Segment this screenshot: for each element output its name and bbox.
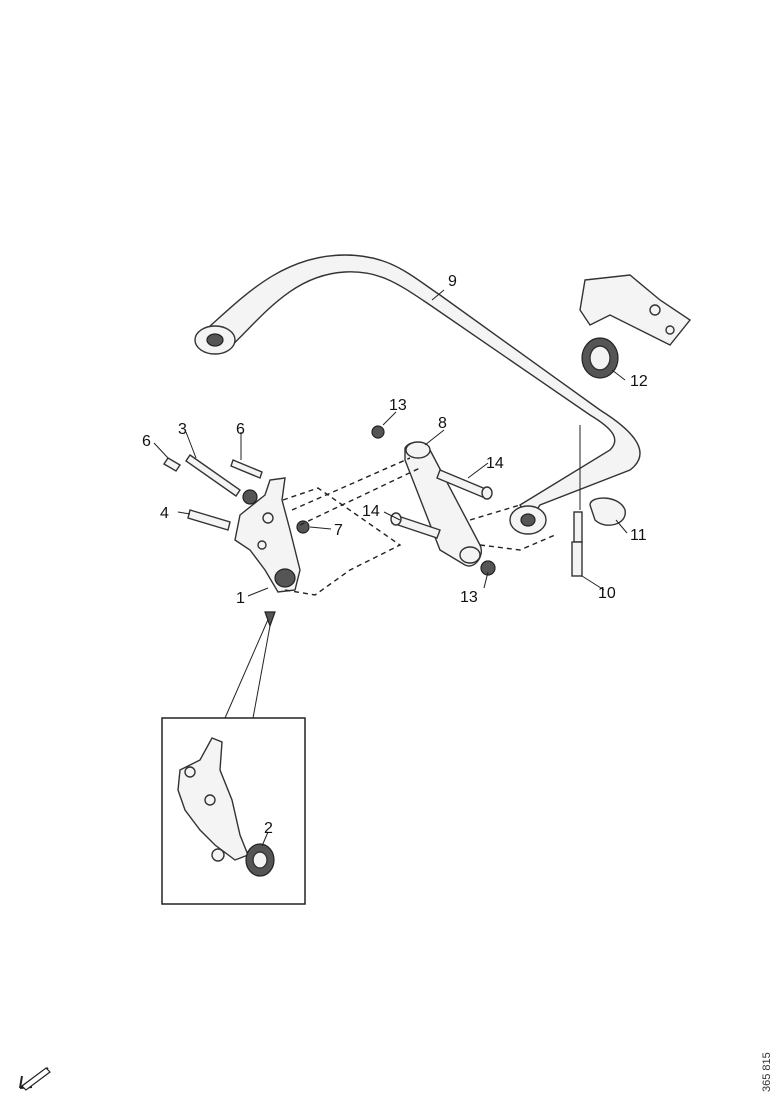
- nut-13-bottom: [480, 560, 496, 576]
- nut-13-top: [371, 425, 385, 439]
- callout-2: 2: [264, 820, 273, 837]
- callout-12: 12: [630, 373, 648, 390]
- bolt-14-left: [390, 512, 441, 539]
- assembly-lines: [282, 457, 556, 596]
- detail-inset: [161, 717, 306, 905]
- stabilizer-bar: [194, 254, 641, 535]
- drawing-code: 365 815: [761, 1052, 773, 1092]
- bolt-4: [187, 509, 231, 531]
- bolt-14-right: [436, 469, 493, 500]
- callout-14-left: 14: [362, 503, 380, 520]
- callout-13-top: 13: [389, 397, 407, 414]
- callout-leaders: [153, 289, 628, 597]
- callout-13-bottom: 13: [460, 589, 478, 606]
- callout-7: 7: [334, 522, 343, 539]
- callout-6-top: 6: [236, 421, 245, 438]
- callout-6-left: 6: [142, 433, 151, 450]
- callout-11: 11: [630, 527, 647, 544]
- callout-14-right: 14: [486, 455, 504, 472]
- bolt-6: [163, 457, 181, 472]
- callout-4: 4: [160, 505, 169, 522]
- callout-1: 1: [236, 590, 245, 607]
- mounting-bracket-right: [579, 274, 692, 346]
- callout-8: 8: [438, 415, 447, 432]
- callout-10: 10: [598, 585, 616, 602]
- bolt-5: [230, 459, 263, 479]
- link-arm: [404, 441, 482, 567]
- detail-pointer: [224, 611, 276, 719]
- clamp-11: [589, 497, 626, 526]
- callout-3: 3: [178, 421, 187, 438]
- callout-9: 9: [448, 273, 457, 290]
- bushing-small: [242, 489, 258, 505]
- washer-7: [296, 520, 310, 534]
- knuckle-bracket-1: [234, 477, 301, 593]
- bushing-12: [581, 337, 619, 379]
- callout-labels: 9 12 13 8 14 14 13 10 11 3 6 6 4 7 1 2: [142, 273, 648, 837]
- bolt-10: [571, 425, 583, 577]
- bolt-3: [185, 454, 241, 497]
- arrow-down-left-icon: [19, 1067, 51, 1091]
